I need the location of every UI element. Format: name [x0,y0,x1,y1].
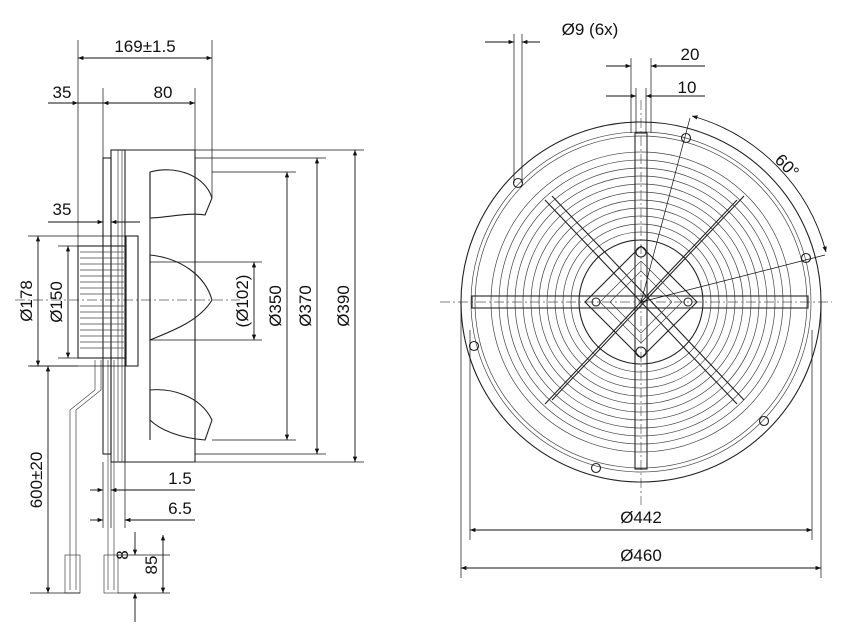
mount-hole-4 [468,340,480,352]
dim-dia-350: Ø350 [266,285,285,327]
hub-bolt-bottom [635,346,647,358]
dim-holes: Ø9 (6x) [562,20,619,39]
mount-hole-1 [512,177,524,189]
blade-middle [149,254,213,341]
motor-fins [80,251,124,349]
dim-depth-80: 80 [154,83,173,102]
hub-cross [584,245,698,359]
dim-dia-460: Ø460 [620,546,662,565]
dim-depth-35-top: 35 [53,83,72,102]
dim-cable-length: 600±20 [27,452,46,509]
cable-end-1 [64,554,81,594]
dim-dia-390: Ø390 [334,285,353,327]
mount-hole-3 [800,252,812,264]
dim-dia-178: Ø178 [17,280,36,322]
dim-dia-370: Ø370 [296,285,315,327]
cable-1 [69,360,96,590]
mount-hole-5 [590,462,602,474]
dim-20: 20 [681,45,700,64]
motor-hub [578,239,704,365]
dim-dia-442: Ø442 [620,508,662,527]
dim-strip-85: 85 [142,556,161,575]
dim-depth-35-mid: 35 [53,200,72,219]
plate-inner-edge [470,131,812,473]
dim-dia-150: Ø150 [47,281,66,323]
guard-rings [490,151,792,453]
dim-dia-102: (Ø102) [233,275,252,328]
dim-angle: 60° [771,150,803,182]
front-view: Ø9 (6x) 20 10 60° Ø442 Ø460 [440,20,832,578]
hub-bolt-right [683,297,693,307]
hub-bolt-left [591,297,601,307]
side-view: 169±1.5 35 80 35 Ø178 Ø150 (Ø102) Ø350 [15,37,364,622]
motor-body [77,245,127,359]
mount-hole-6 [758,415,770,427]
hub-bolt-top [635,246,647,258]
dim-strip-8: 8 [113,550,132,559]
dim-overall-depth: 169±1.5 [114,37,175,56]
dim-thickness-6-5: 6.5 [168,499,192,518]
motor-flange [125,235,139,367]
dim-thickness-1-5: 1.5 [168,469,192,488]
blade-top [149,169,213,219]
dim-10: 10 [678,78,697,97]
cable-end-2 [103,554,119,594]
hub-hatching [599,260,683,344]
blade-bottom [149,389,213,441]
